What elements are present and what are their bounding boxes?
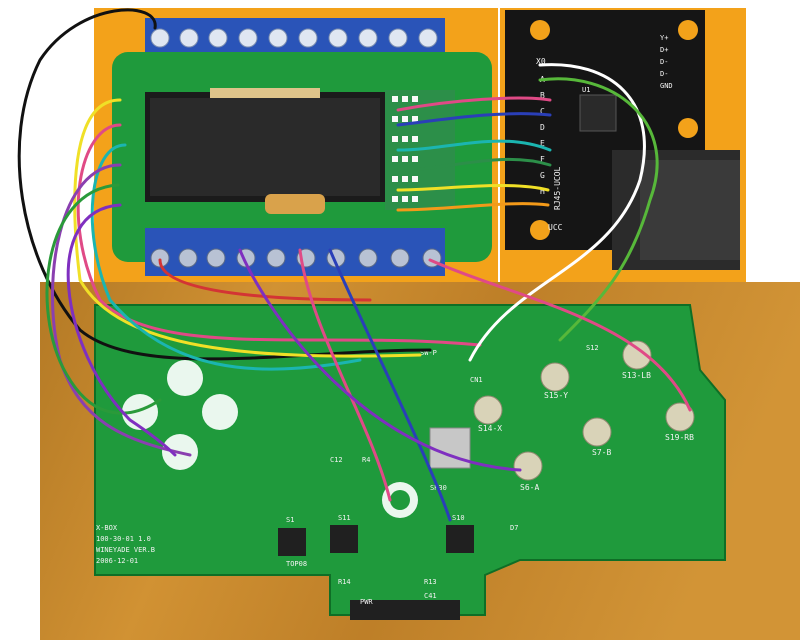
rs485-row-label-4: D [540, 123, 545, 132]
part-label-11: C41 [424, 592, 437, 600]
pad-label-2: S13-LB [622, 371, 651, 380]
pad-y [540, 362, 570, 392]
button-s10 [446, 525, 474, 553]
rs485-part-label: U1 [582, 86, 590, 94]
model-text-1: 100-30-01 1.0 [96, 535, 151, 543]
pad-a [513, 451, 543, 481]
pad-label-0: S15-Y [544, 391, 568, 400]
part-label-7: S10 [452, 514, 465, 522]
model-text-2: WINEYADE VER.B [96, 546, 155, 554]
controller-pads [473, 340, 695, 481]
pad-lb [622, 340, 652, 370]
part-label-12: PWR [360, 598, 373, 606]
part-label-0: SW-P [420, 349, 437, 357]
part-label-3: R4 [362, 456, 370, 464]
part-label-10: R14 [338, 578, 351, 586]
rs485-side-label-1: D+ [660, 46, 668, 54]
part-label-9: R13 [424, 578, 437, 586]
wires [17, 8, 692, 522]
button-s11 [330, 525, 358, 553]
crystal-oscillator [429, 427, 471, 469]
button-holes [122, 360, 418, 518]
pad-label-6: S12 [586, 344, 599, 352]
rs485-row-label-6: F [540, 155, 545, 164]
wire-purple [51, 163, 192, 457]
wire-pink-4 [428, 258, 692, 412]
pad-label-5: S6-A [520, 483, 539, 492]
wire-black [17, 8, 432, 361]
rs485-side-label-4: GND [660, 82, 673, 90]
part-label-6: S11 [338, 514, 351, 522]
pad-label-1: S14-X [478, 424, 502, 433]
capacitor [265, 194, 325, 214]
rs485-side-label-2: D- [660, 58, 668, 66]
pad-rb [665, 402, 695, 432]
part-label-5: D7 [510, 524, 518, 532]
part-label-8: S1 [286, 516, 294, 524]
wire-yellow [73, 98, 422, 358]
connector [350, 600, 460, 620]
rs485-row-label-2: B [540, 91, 545, 100]
pad-b [582, 417, 612, 447]
wire-pink-3 [298, 248, 392, 502]
wire-purple-2 [238, 248, 522, 472]
rs485-side-label-0: Y+ [660, 34, 668, 42]
part-label-13: TOP08 [286, 560, 307, 568]
rs485-row-label-8: H [540, 187, 545, 196]
capacitor-strip [210, 88, 320, 98]
wire-violet [66, 203, 177, 457]
model-text-0: X-BOX [96, 524, 118, 532]
wire-cyan-2 [396, 139, 552, 152]
wire-yellow-2 [396, 184, 550, 192]
button-s1 [278, 528, 306, 556]
pad-x [473, 395, 503, 425]
part-label-2: C12 [330, 456, 343, 464]
wire-white [468, 63, 646, 362]
rs485-row-label-7: G [540, 171, 545, 180]
top-screw-terminal [145, 18, 445, 58]
pad-label-3: S19-RB [665, 433, 694, 442]
pad-label-4: S7-B [592, 448, 611, 457]
rs485-row-label-5: E [540, 139, 545, 148]
wire-red [158, 258, 372, 302]
wire-orange [396, 202, 550, 212]
bottom-screw-terminal [145, 228, 445, 276]
wire-green-2 [396, 157, 552, 172]
rs485-row-label-3: C [540, 107, 545, 116]
wire-pink-2 [396, 96, 552, 112]
wire-pink [76, 123, 482, 347]
rs485-bottom-label: UCC [548, 223, 563, 232]
wire-blue-3 [328, 248, 452, 522]
rs485-module-label: RJ45-UCOL [553, 166, 562, 210]
rs485-side-label-3: D- [660, 70, 668, 78]
model-text-3: 2006-12-01 [96, 557, 138, 565]
wire-green-3 [538, 77, 659, 342]
wire-blue-2 [396, 112, 552, 127]
part-label-1: CN1 [470, 376, 483, 384]
rs485-row-label-0: X0 [536, 57, 546, 66]
rs485-chip [579, 94, 617, 132]
